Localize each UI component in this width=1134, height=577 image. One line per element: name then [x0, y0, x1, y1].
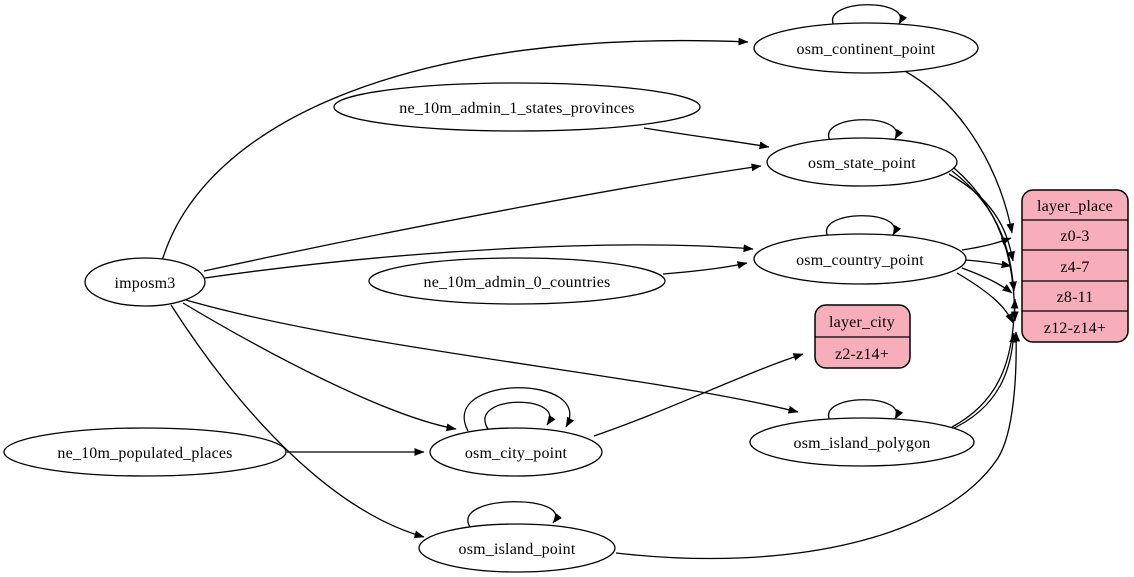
node-label: ne_10m_admin_1_states_provinces	[399, 100, 635, 117]
edge-osm_state_point-layer_place-z4-7	[948, 173, 1015, 262]
edge-osm_continent_point-layer_place-z0-3	[902, 69, 1015, 234]
node-imposm3: imposm3	[84, 257, 206, 307]
edge-osm_country_point-layer_place-z12-z14	[956, 272, 1014, 324]
node-osm_island_polygon: osm_island_polygon	[749, 417, 975, 467]
record-row-label: z4-7	[1060, 259, 1089, 276]
node-osm_state_point: osm_state_point	[766, 137, 958, 187]
record-title: layer_place	[1037, 198, 1113, 215]
record-row-label: z0-3	[1060, 228, 1089, 245]
edge-imposm3-osm_continent_point	[161, 37, 749, 262]
edge-imposm3-osm_island_point	[170, 304, 425, 539]
node-label: osm_island_point	[459, 541, 576, 558]
node-label: osm_island_polygon	[794, 435, 931, 452]
node-label: ne_10m_admin_0_countries	[424, 274, 611, 291]
record-box	[1021, 189, 1129, 343]
node-ne_10m_populated_places: ne_10m_populated_places	[3, 427, 287, 477]
record-row-label: z2-z14+	[835, 346, 889, 363]
node-ellipse	[753, 22, 979, 74]
node-ellipse	[749, 417, 975, 467]
edge-osm_country_point-layer_place-z8-11	[961, 267, 1013, 294]
edge-osm_country_point-layer_place-z4-7	[965, 259, 1012, 269]
record-row-label: z12-z14+	[1044, 320, 1106, 337]
edge-ne_10m_admin_0_countries-osm_country_point	[662, 261, 748, 275]
edge-osm_country_point-layer_place-z0-3	[961, 237, 1012, 251]
node-osm_country_point: osm_country_point	[753, 233, 967, 285]
node-label: osm_country_point	[796, 252, 924, 269]
node-label: imposm3	[115, 275, 176, 292]
node-ellipse	[429, 427, 603, 477]
node-label: osm_state_point	[808, 155, 916, 172]
self-loop-osm_state_point	[827, 119, 904, 142]
edge-imposm3-osm_island_polygon	[185, 299, 799, 414]
node-ne_10m_admin_1_states_provinces: ne_10m_admin_1_states_provinces	[333, 82, 701, 132]
self-loop-osm_country_point	[825, 215, 902, 238]
record-layer_place: layer_place z0-3 z4-7 z8-11 z12-z14+	[1021, 189, 1129, 343]
node-ellipse	[418, 523, 616, 573]
node-ellipse	[753, 233, 967, 285]
edge-imposm3-osm_city_point	[182, 302, 457, 432]
node-label: ne_10m_populated_places	[57, 445, 232, 462]
self-loop-osm_island_polygon	[827, 399, 904, 422]
node-ellipse	[84, 257, 206, 307]
node-ne_10m_admin_0_countries: ne_10m_admin_0_countries	[368, 257, 666, 305]
edge-ne_10m_admin_1_states_provinces-osm_state_point	[643, 127, 770, 150]
node-osm_city_point: osm_city_point	[429, 427, 603, 477]
edge-osm_state_point-layer_place-z12-z14	[953, 167, 1019, 322]
self-loop-osm_city_point-outer	[463, 387, 575, 432]
node-ellipse	[766, 137, 958, 187]
record-title: layer_city	[829, 314, 895, 331]
record-row-label: z8-11	[1057, 289, 1094, 306]
node-label: osm_continent_point	[797, 41, 936, 58]
self-loop-osm_continent_point	[831, 4, 908, 27]
node-ellipse	[3, 427, 287, 477]
edge-osm_island_polygon-layer_place-z12-z14	[947, 332, 1018, 432]
node-label: osm_city_point	[465, 445, 568, 462]
edge-imposm3-osm_country_point	[204, 244, 754, 279]
record-layer_city: layer_city z2-z14+	[814, 304, 911, 369]
self-loop-osm_city_point-inner	[484, 401, 556, 430]
node-ellipse	[333, 82, 701, 132]
edge-osm_city_point-layer_city-z2-z14	[593, 353, 804, 437]
edge-imposm3-osm_state_point	[203, 163, 762, 272]
node-group: imposm3 ne_10m_admin_1_states_provinces …	[3, 22, 979, 573]
edge-group	[161, 4, 1021, 560]
node-osm_continent_point: osm_continent_point	[753, 22, 979, 74]
self-loop-osm_island_point	[467, 501, 562, 528]
node-osm_island_point: osm_island_point	[418, 523, 616, 573]
node-ellipse	[368, 257, 666, 305]
edge-osm_island_point-layer_place-z12-z14	[615, 331, 1021, 560]
